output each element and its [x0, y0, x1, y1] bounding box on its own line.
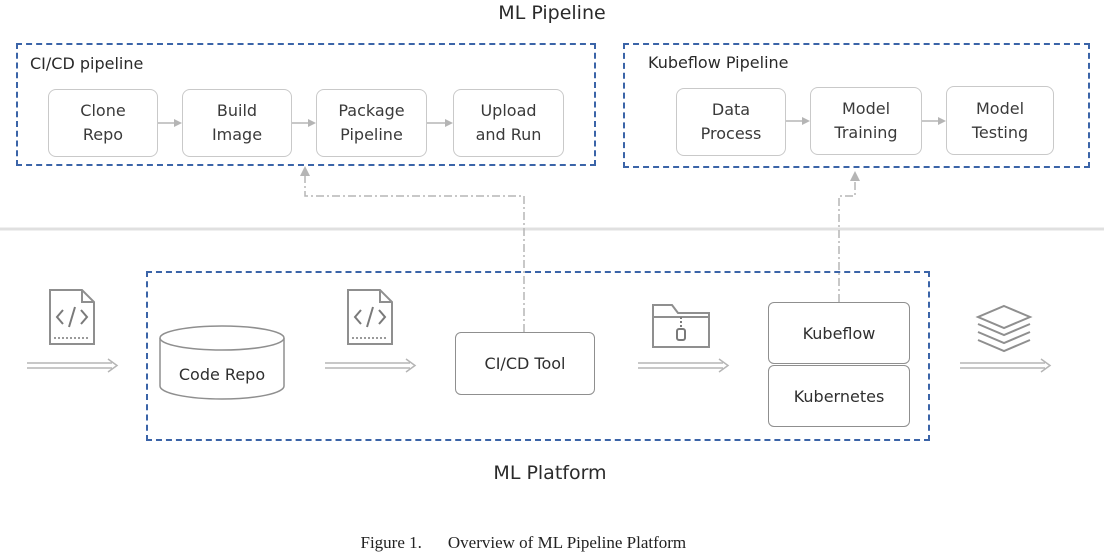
platform-title: ML Platform [493, 462, 607, 484]
kubeflow-box: Kubeflow [768, 302, 910, 364]
ml-platform-group [146, 271, 930, 441]
figure-caption: Figure 1.Overview of ML Pipeline Platfor… [352, 513, 687, 553]
code-repo-database [159, 325, 285, 400]
step-clone-repo: Clone Repo [48, 89, 158, 157]
cicd-pipeline-group [16, 43, 596, 166]
step-model-training: Model Training [810, 87, 922, 155]
kubernetes-box: Kubernetes [768, 365, 910, 427]
code-file-icon [347, 289, 393, 345]
code-repo-label: Code Repo [178, 365, 266, 384]
layers-stack-icon [975, 304, 1033, 353]
step-model-testing: Model Testing [946, 86, 1054, 155]
cicd-pipeline-label: CI/CD pipeline [30, 54, 144, 73]
zip-folder-icon [652, 304, 710, 348]
kubeflow-pipeline-label: Kubeflow Pipeline [648, 53, 789, 72]
connector-cicd-arrowhead [300, 166, 310, 176]
step-build-image: Build Image [182, 89, 292, 157]
step-package-pipeline: Package Pipeline [316, 89, 427, 157]
flow-arrow-output [960, 358, 1052, 373]
connector-kubeflow-arrowhead [850, 171, 860, 181]
code-file-icon [49, 289, 95, 345]
cicd-tool-box: CI/CD Tool [455, 332, 595, 395]
kubeflow-pipeline-group [623, 43, 1090, 168]
flow-arrow-input [27, 358, 119, 373]
step-upload-and-run: Upload and Run [453, 89, 564, 157]
step-data-process: Data Process [676, 88, 786, 156]
pipeline-title: ML Pipeline [498, 2, 606, 24]
